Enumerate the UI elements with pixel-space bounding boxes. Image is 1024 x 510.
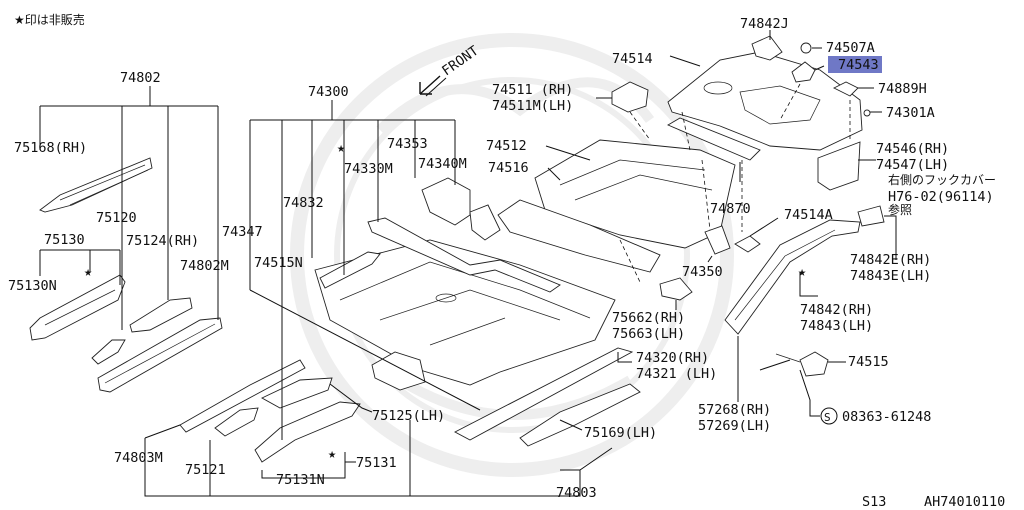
star-icon: ★ [337,140,345,156]
label-75124rh[interactable]: 75124(RH) [126,233,199,249]
label-74511rh[interactable]: 74511 (RH) [492,82,573,98]
part-74514-trunk [667,51,863,151]
label-74515[interactable]: 74515 [848,354,889,370]
label-57268rh[interactable]: 57268(RH) [698,402,771,418]
part-74870 [666,117,761,161]
part-74511 [611,81,649,113]
label-ref-see: 参照 [888,202,912,217]
part-74803m [179,359,306,433]
label-74514[interactable]: 74514 [612,51,653,67]
label-74547lh[interactable]: 74547(LH) [876,157,949,173]
part-75124 [129,297,193,333]
label-74347[interactable]: 74347 [222,224,263,240]
part-74543 [791,61,816,83]
part-74515 [799,351,829,377]
label-75131[interactable]: 75131 [356,455,397,471]
label-74802[interactable]: 74802 [120,70,161,86]
leader-lines [39,30,897,497]
part-74842e [857,205,885,227]
label-74340m[interactable]: 74340M [418,156,467,172]
part-74842j [751,35,783,61]
label-74803m[interactable]: 74803M [114,450,163,466]
label-75125lh[interactable]: 75125(LH) [372,408,445,424]
label-75169lh[interactable]: 75169(LH) [584,425,657,441]
label-75663lh[interactable]: 75663(LH) [612,326,685,342]
selected-part-highlight[interactable] [828,56,882,73]
label-74515n[interactable]: 74515N [254,255,303,271]
label-75120[interactable]: 75120 [96,210,137,226]
star-icon: ★ [84,264,92,280]
label-57269lh[interactable]: 57269(LH) [698,418,771,434]
label-75130n[interactable]: 75130N [8,278,57,294]
label-74870[interactable]: 74870 [710,201,751,217]
part-74832 [319,251,381,289]
label-74842erh[interactable]: 74842E(RH) [850,252,931,268]
label-74507a[interactable]: 74507A [826,40,875,56]
part-74842-rail [724,219,861,335]
label-74832[interactable]: 74832 [283,195,324,211]
part-75121 [214,407,259,437]
label-74320rh[interactable]: 74320(RH) [636,350,709,366]
label-74511mlh[interactable]: 74511M(LH) [492,98,573,114]
label-74803[interactable]: 74803 [556,485,597,501]
label-74301a[interactable]: 74301A [886,105,935,121]
label-74842j[interactable]: 74842J [740,16,789,32]
label-74842rh[interactable]: 74842(RH) [800,302,873,318]
label-74843lh[interactable]: 74843(LH) [800,318,873,334]
label-ref-code[interactable]: H76-02(96114) [888,189,994,205]
part-74507a [800,42,812,54]
label-74350[interactable]: 74350 [682,264,723,280]
label-74514a[interactable]: 74514A [784,207,833,223]
label-74353[interactable]: 74353 [387,136,428,152]
part-74516 [497,199,661,273]
label-75131n[interactable]: 75131N [276,472,325,488]
label-74330m[interactable]: 74330M [344,161,393,177]
part-74301a [863,109,871,117]
part-75662 [659,277,693,301]
dashed-guides [619,83,851,283]
screw-symbol-icon [820,407,838,425]
part-75131 [254,401,361,463]
part-74514a [734,235,761,253]
label-74546rh[interactable]: 74546(RH) [876,141,949,157]
label-74889h[interactable]: 74889H [878,81,927,97]
part-74353 [469,204,501,241]
part-75120 [91,339,126,365]
label-74300[interactable]: 74300 [308,84,349,100]
label-74516[interactable]: 74516 [488,160,529,176]
part-74320-sill [454,347,634,441]
part-floor-bracket [371,351,426,391]
label-75130[interactable]: 75130 [44,232,85,248]
label-ref-jp: 右側のフックカバー [888,172,996,187]
footer-model: S13 [862,494,886,510]
label-74321lh[interactable]: 74321 (LH) [636,366,717,382]
footer-diagram-code: AH74010110 [924,494,1005,510]
star-marks: ★ ★ ★ ★ [84,140,806,462]
front-arrow-icon [419,75,447,97]
star-icon: ★ [328,446,336,462]
part-74340m [421,177,471,226]
part-74330m [367,217,561,293]
part-74802m [97,317,223,393]
label-75121[interactable]: 75121 [185,462,226,478]
part-75169 [519,383,641,447]
label-75662rh[interactable]: 75662(RH) [612,310,685,326]
label-74512[interactable]: 74512 [486,138,527,154]
label-75168rh[interactable]: 75168(RH) [14,140,87,156]
label-08363-prefix: S [824,411,831,424]
star-icon: ★ [798,264,806,280]
label-74843elh[interactable]: 74843E(LH) [850,268,931,284]
part-74350 [704,225,731,255]
non-sale-note: ★印は非販売 [14,12,85,27]
label-08363[interactable]: 08363-61248 [842,409,931,425]
part-labels: 74802 75168(RH) 75120 75130 75124(RH) 74… [8,16,996,501]
label-74543[interactable]: 74543 [838,57,879,73]
label-74802m[interactable]: 74802M [180,258,229,274]
part-74546 [817,141,861,191]
